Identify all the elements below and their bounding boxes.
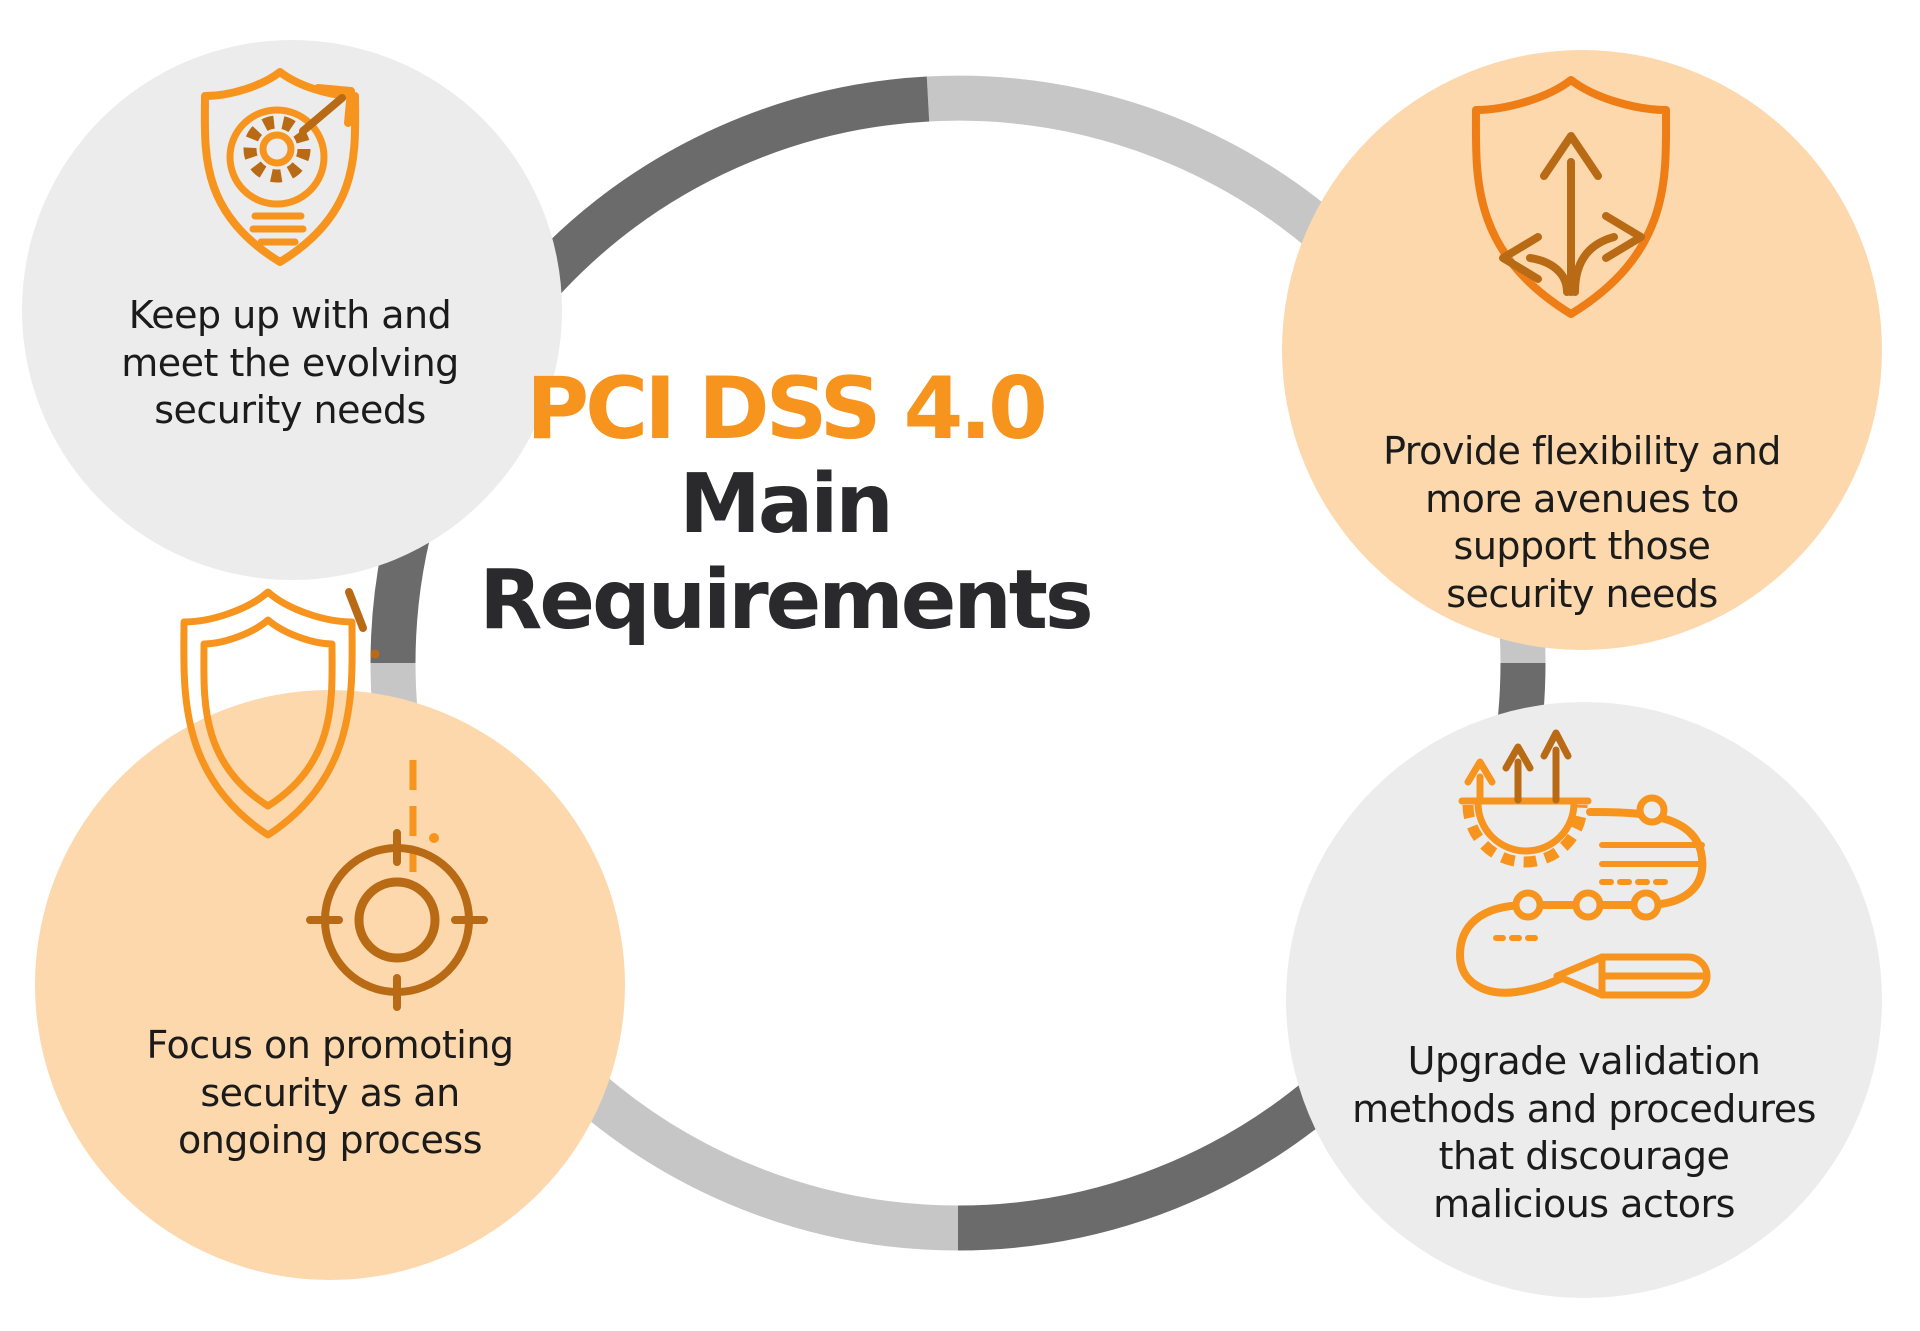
dot xyxy=(429,833,439,843)
caption-keep-up: Keep up with and meet the evolving secur… xyxy=(121,293,459,432)
gear-teeth xyxy=(243,115,311,183)
arrow-up xyxy=(1540,132,1602,296)
path-node xyxy=(1636,794,1668,826)
caption-focus-security: Focus on promoting security as an ongoin… xyxy=(146,1023,514,1162)
target-ticks xyxy=(306,829,488,1011)
lightbulb-base xyxy=(249,212,307,246)
shield-outer-outline xyxy=(180,588,356,839)
caption-provide-flexibility: Provide flexibility and more avenues to … xyxy=(1383,429,1781,616)
arrow-shaft xyxy=(299,94,346,135)
title-main: Main xyxy=(679,456,893,552)
up-arrow-tall xyxy=(1540,729,1572,804)
path-node xyxy=(1572,889,1604,921)
shield-inner-outline xyxy=(200,616,336,810)
shield-target-icon xyxy=(180,588,488,1011)
bubble-bottom-left xyxy=(35,690,625,1280)
process-path xyxy=(1456,808,1707,997)
center-title: PCI DSS 4.0 Main Requirements xyxy=(435,362,1135,650)
up-arrow-medium xyxy=(1502,743,1534,804)
gear-rim xyxy=(1474,799,1578,855)
spark-dot xyxy=(370,649,380,659)
lightbulb-glass xyxy=(226,106,328,208)
gear-arrows-process-path-pencil-icon xyxy=(1456,729,1711,999)
shield-three-way-arrows-icon xyxy=(1471,76,1671,318)
title-requirements: Requirements xyxy=(479,553,1093,649)
bubble-top-left xyxy=(22,40,562,580)
text-lines xyxy=(1599,842,1705,867)
shield-outline xyxy=(1471,76,1671,318)
arrow-left xyxy=(1499,233,1571,296)
path-node xyxy=(1512,889,1544,921)
caption-upgrade-validation: Upgrade validation methods and procedure… xyxy=(1352,1039,1816,1226)
up-arrow-small xyxy=(1464,758,1496,804)
target-inner-ring xyxy=(354,877,440,963)
path-node xyxy=(1630,889,1662,921)
spark-dash xyxy=(345,588,367,632)
bubble-bottom-right xyxy=(1286,702,1882,1298)
bubble-top-right xyxy=(1282,50,1882,650)
shield-lightbulb-gear-arrow-icon xyxy=(200,68,360,266)
gear-teeth xyxy=(1462,804,1588,868)
arrow-head xyxy=(314,84,355,127)
title-pci-dss: PCI DSS 4.0 xyxy=(526,359,1048,459)
gear-hub xyxy=(259,131,295,167)
arrow-right xyxy=(1571,212,1645,296)
